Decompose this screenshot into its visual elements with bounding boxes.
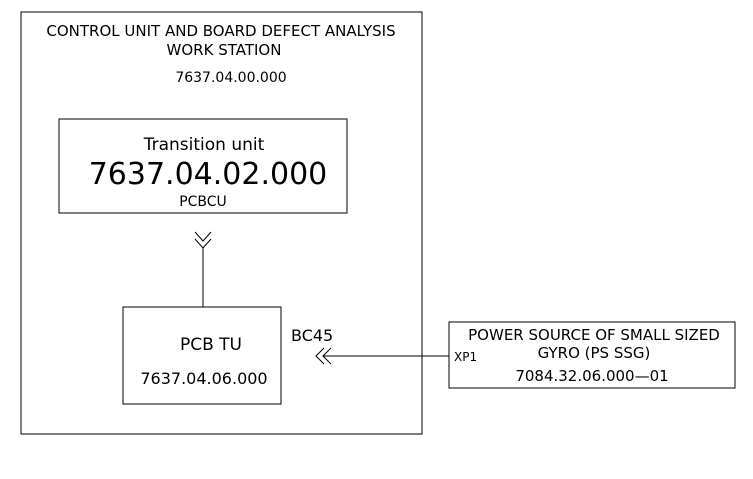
workstation-title-line1: CONTROL UNIT AND BOARD DEFECT ANALYSIS bbox=[46, 22, 395, 40]
power-source-title-line2: GYRO (PS SSG) bbox=[538, 344, 651, 362]
transition-unit-port: PCBCU bbox=[179, 194, 227, 210]
transition-unit-name: Transition unit bbox=[143, 135, 265, 155]
transition-unit-code: 7637.04.02.000 bbox=[89, 157, 328, 192]
power-source-box bbox=[448, 321, 736, 389]
connector-label: BC45 bbox=[291, 326, 333, 345]
workstation-code: 7637.04.00.000 bbox=[175, 70, 286, 86]
chevron-left-icon bbox=[315, 347, 325, 365]
workstation-frame bbox=[20, 11, 423, 435]
transition-unit-box bbox=[58, 118, 348, 214]
pcb-tu-code: 7637.04.06.000 bbox=[140, 369, 267, 388]
power-source-code: 7084.32.06.000—01 bbox=[515, 367, 668, 385]
pcb-tu-box bbox=[122, 306, 282, 405]
workstation-title-line2: WORK STATION bbox=[167, 41, 282, 59]
power-source-port: XP1 bbox=[454, 350, 477, 364]
power-source-title-line1: POWER SOURCE OF SMALL SIZED bbox=[468, 326, 720, 344]
pcb-tu-name: PCB TU bbox=[180, 335, 242, 355]
chevron-down-icon bbox=[194, 231, 212, 242]
